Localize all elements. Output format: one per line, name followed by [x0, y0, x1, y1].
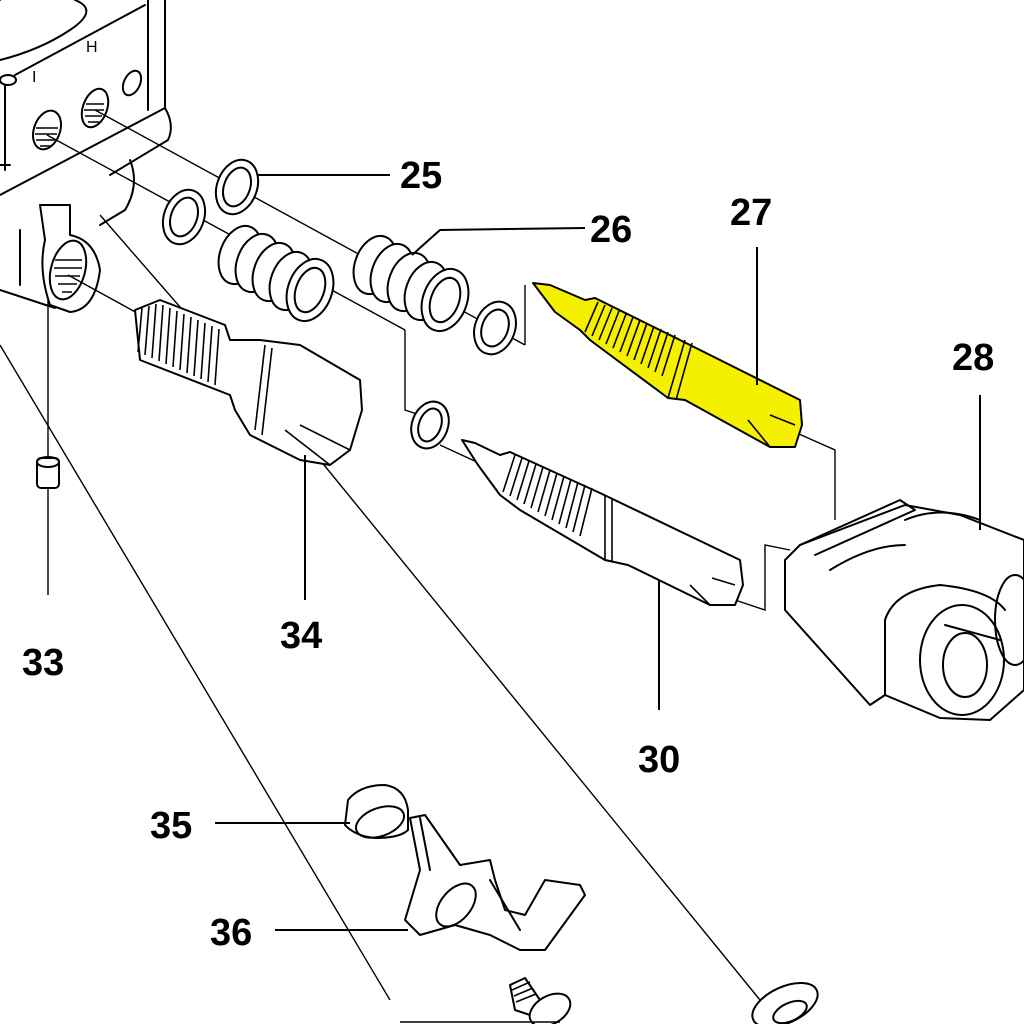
- callout-labels: 25 26 27 28 30 33 34 35 36: [22, 155, 994, 954]
- leader-lines: [215, 174, 981, 931]
- callout-26: 26: [590, 209, 632, 251]
- callout-35: 35: [150, 805, 192, 847]
- callout-25: 25: [400, 155, 442, 197]
- housing: I H: [0, 0, 172, 313]
- bushing-35: [344, 784, 409, 839]
- screw: [509, 977, 572, 1024]
- screw-34: [134, 299, 363, 466]
- callout-28: 28: [952, 337, 994, 379]
- port-hole: [80, 87, 110, 129]
- washer: [751, 981, 819, 1024]
- callout-34: 34: [280, 615, 322, 657]
- callout-30: 30: [638, 739, 680, 781]
- adjusting-screw-30: [461, 439, 744, 606]
- housing-marking: H: [86, 39, 98, 56]
- callout-33: 33: [22, 642, 64, 684]
- callout-36: 36: [210, 912, 252, 954]
- washer: [410, 400, 450, 450]
- port-hole: [31, 109, 63, 151]
- washer: [161, 188, 207, 246]
- spring: [217, 224, 335, 322]
- plug-33: [36, 456, 60, 595]
- cap-block-28: [784, 499, 1024, 721]
- housing-marking: I: [32, 69, 36, 86]
- port-hole: [39, 204, 101, 313]
- adjusting-screw-27[interactable]: [532, 282, 803, 448]
- washer: [473, 300, 517, 356]
- lever-36: [404, 814, 586, 951]
- callout-27: 27: [730, 192, 772, 234]
- thread-lines: [584, 301, 796, 448]
- washer-25: [214, 158, 260, 216]
- spring-26: [352, 234, 470, 332]
